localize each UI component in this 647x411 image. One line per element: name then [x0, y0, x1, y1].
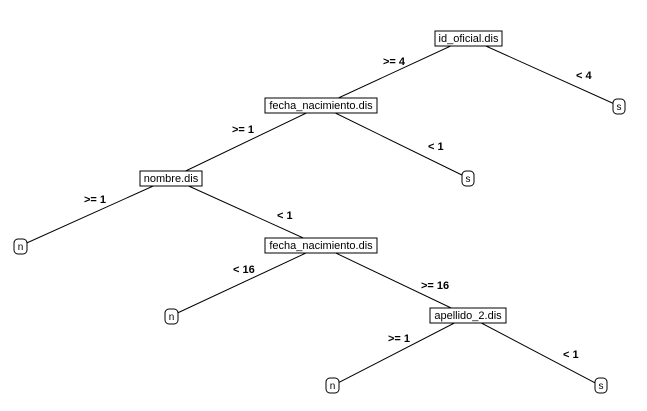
edge-label-apellido-right: < 1 [563, 349, 579, 361]
node-label-fecha2: fecha_nacimiento.dis [269, 240, 373, 252]
edge-label-fecha1-right: < 1 [428, 141, 444, 153]
edge-label-root-left: >= 4 [383, 56, 406, 68]
leaf-fecha2-left: n [164, 308, 179, 325]
leaf-apellido-right: s [594, 377, 608, 394]
edge-label-apellido-left: >= 1 [388, 333, 410, 345]
edge-apellido-to-leaf-s [467, 315, 602, 387]
edge-root-to-fecha1 [320, 37, 469, 107]
leaf-label-fecha1-right: s [466, 174, 471, 185]
edge-apellido-to-leaf-n [331, 315, 469, 387]
node-label-nombre: nombre.dis [144, 173, 199, 185]
tree-node-root: id_oficial.dis [434, 30, 503, 47]
edge-fecha1-to-leaf-s [320, 105, 469, 179]
leaf-apellido-left: n [325, 377, 340, 394]
leaf-fecha1-right: s [461, 170, 475, 187]
edge-nombre-to-leaf-n [19, 177, 172, 247]
tree-node-fecha2: fecha_nacimiento.dis [264, 237, 378, 254]
edge-fecha2-to-apellido [320, 245, 469, 317]
leaf-label-root-right: s [617, 102, 622, 113]
leaf-label-nombre-left: n [18, 242, 24, 253]
edge-label-fecha2-right: >= 16 [421, 280, 449, 292]
tree-node-nombre: nombre.dis [139, 170, 203, 187]
edge-label-fecha1-left: >= 1 [232, 124, 254, 136]
leaf-nombre-left: n [13, 238, 28, 255]
node-label-apellido: apellido_2.dis [434, 310, 502, 322]
leaf-label-apellido-right: s [599, 381, 604, 392]
edge-label-nombre-left: >= 1 [84, 194, 106, 206]
node-label-fecha1: fecha_nacimiento.dis [269, 100, 373, 112]
edge-root-to-leaf-s [467, 37, 620, 107]
edge-fecha1-to-nombre [170, 105, 322, 179]
leaf-root-right: s [612, 98, 626, 115]
edge-label-root-right: < 4 [576, 70, 592, 82]
leaf-label-apellido-left: n [330, 381, 336, 392]
edge-nombre-to-fecha2 [170, 177, 322, 247]
node-label-root: id_oficial.dis [439, 33, 499, 45]
edge-fecha2-to-leaf-n [170, 245, 322, 317]
edge-labels: >= 4 < 4 >= 1 < 1 >= 1 < 1 < 16 >= 16 >=… [84, 56, 592, 361]
tree-node-apellido: apellido_2.dis [429, 307, 507, 324]
leaf-label-fecha2-left: n [169, 312, 175, 323]
tree-node-fecha1: fecha_nacimiento.dis [264, 97, 378, 114]
tree-edges [19, 37, 620, 387]
edge-label-fecha2-left: < 16 [233, 264, 255, 276]
edge-label-nombre-right: < 1 [277, 210, 293, 222]
